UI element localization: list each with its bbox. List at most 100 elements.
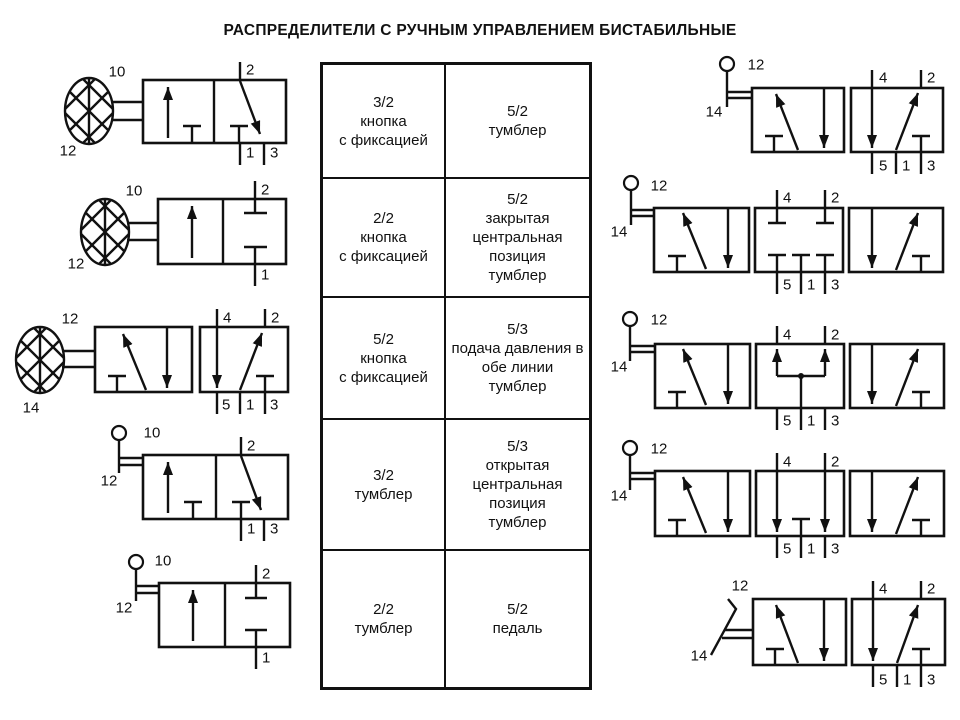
actuator-label: 12	[651, 178, 668, 195]
actuator-label: 14	[611, 488, 628, 505]
port-lines	[239, 437, 266, 541]
legend-table: 3/2 кнопка с фиксацией 5/2 тумблер 2/2 к…	[320, 62, 592, 690]
actuator-label: 12	[62, 311, 79, 328]
port-label: 3	[831, 413, 839, 430]
actuator-label: 12	[116, 600, 133, 617]
port-label: 2	[927, 581, 935, 598]
toggle-lever-icon	[127, 553, 159, 601]
valve-l5-2-2-toggle: 10 12 2 1	[116, 553, 292, 669]
legend-cell: 5/2 тумблер	[444, 65, 589, 177]
port-lines	[871, 581, 923, 687]
port-label: 5	[879, 158, 887, 175]
port-label: 4	[879, 70, 887, 87]
legend-cell: 5/3 подача давления в обе линии тумблер	[444, 296, 589, 418]
toggle-lever-icon	[621, 310, 655, 361]
flow-symbols	[163, 80, 262, 143]
legend-cell: 5/2 кнопка с фиксацией	[323, 296, 444, 418]
legend-cell: 2/2 тумблер	[323, 549, 444, 687]
valve-l1-3-2-pushbutton: 10 12 2 1 3	[44, 40, 288, 182]
toggle-lever-icon	[110, 424, 143, 473]
valve-l3-5-2-pushbutton: 12 14 4 2 5 1 3	[0, 289, 290, 431]
port-label: 4	[223, 310, 231, 327]
flow-symbols	[668, 472, 930, 536]
flow-symbols	[163, 455, 263, 519]
flow-symbols	[187, 199, 267, 264]
valve-r5-5-2-pedal: 12 14 4 2 5 1 3	[691, 578, 947, 689]
port-label: 3	[270, 145, 278, 162]
port-label: 2	[261, 182, 269, 199]
port-lines	[238, 62, 266, 165]
port-label: 4	[783, 454, 791, 471]
actuator-label: 14	[23, 400, 40, 417]
actuator-label: 14	[691, 648, 708, 665]
legend-cell: 3/2 кнопка с фиксацией	[339, 93, 428, 149]
actuator-label: 10	[144, 425, 161, 442]
valve-r2-5-3-closed-centre-toggle: 12 14 4 2 5 1 3	[611, 174, 945, 294]
actuator-label: 12	[651, 312, 668, 329]
port-label: 2	[262, 566, 270, 583]
actuator-label: 10	[109, 64, 126, 81]
legend-cell: 5/2 педаль	[444, 549, 589, 687]
flow-symbols	[765, 89, 930, 152]
port-label: 5	[879, 672, 887, 689]
legend-cell: 5/3 открытая центральная позиция тумблер	[444, 418, 589, 549]
port-label: 3	[831, 541, 839, 558]
port-label: 1	[807, 277, 815, 294]
port-lines	[775, 453, 827, 558]
port-lines	[775, 326, 827, 430]
mushroom-button-icon	[0, 289, 95, 431]
port-label: 5	[783, 277, 791, 294]
port-label: 2	[927, 70, 935, 87]
port-label: 2	[247, 438, 255, 455]
toggle-lever-icon	[718, 55, 752, 107]
actuator-label: 12	[68, 256, 85, 273]
valve-l4-3-2-toggle: 10 12 2 1 3	[101, 424, 290, 541]
flow-symbols	[766, 600, 930, 665]
port-label: 2	[831, 190, 839, 207]
port-lines	[215, 309, 267, 414]
port-label: 1	[246, 145, 254, 162]
port-label: 3	[927, 158, 935, 175]
port-label: 1	[246, 397, 254, 414]
port-lines	[775, 190, 827, 294]
legend-cell: 5/2 закрытая центральная позиция тумблер	[444, 177, 589, 296]
legend-cell: 3/2 тумблер	[323, 418, 444, 549]
port-label: 1	[807, 413, 815, 430]
port-label: 3	[270, 521, 278, 538]
port-label: 2	[831, 454, 839, 471]
port-label: 4	[783, 327, 791, 344]
port-lines	[870, 70, 923, 174]
toggle-lever-icon	[622, 174, 654, 225]
actuator-label: 10	[155, 553, 172, 570]
port-label: 5	[783, 541, 791, 558]
port-label: 1	[262, 650, 270, 667]
pedal-lever-icon	[709, 598, 753, 656]
actuator-label: 14	[706, 104, 723, 121]
flow-symbols	[108, 328, 274, 392]
port-label: 1	[807, 541, 815, 558]
port-label: 2	[831, 327, 839, 344]
valve-l2-2-2-pushbutton: 10 12 2 1	[60, 161, 288, 303]
actuator-label: 12	[732, 578, 749, 595]
mushroom-button-icon	[60, 161, 158, 303]
flow-symbols	[188, 583, 267, 647]
toggle-lever-icon	[621, 439, 655, 490]
legend-cell: 2/2 кнопка с фиксацией	[323, 177, 444, 296]
actuator-label: 12	[651, 441, 668, 458]
port-label: 1	[261, 267, 269, 284]
actuator-label: 10	[126, 183, 143, 200]
actuator-label: 12	[748, 57, 765, 74]
actuator-label: 12	[101, 473, 118, 490]
port-label: 2	[271, 310, 279, 327]
port-label: 4	[879, 581, 887, 598]
valve-r3-5-3-pressure-both-lines-toggle: 12 14 4 2 5 1 3	[611, 310, 946, 430]
port-label: 2	[246, 62, 254, 79]
actuator-label: 14	[611, 359, 628, 376]
mushroom-button-icon	[44, 40, 143, 182]
port-label: 4	[783, 190, 791, 207]
port-label: 1	[247, 521, 255, 538]
flow-symbols	[668, 345, 930, 408]
flow-symbols	[668, 208, 930, 272]
port-label: 5	[783, 413, 791, 430]
